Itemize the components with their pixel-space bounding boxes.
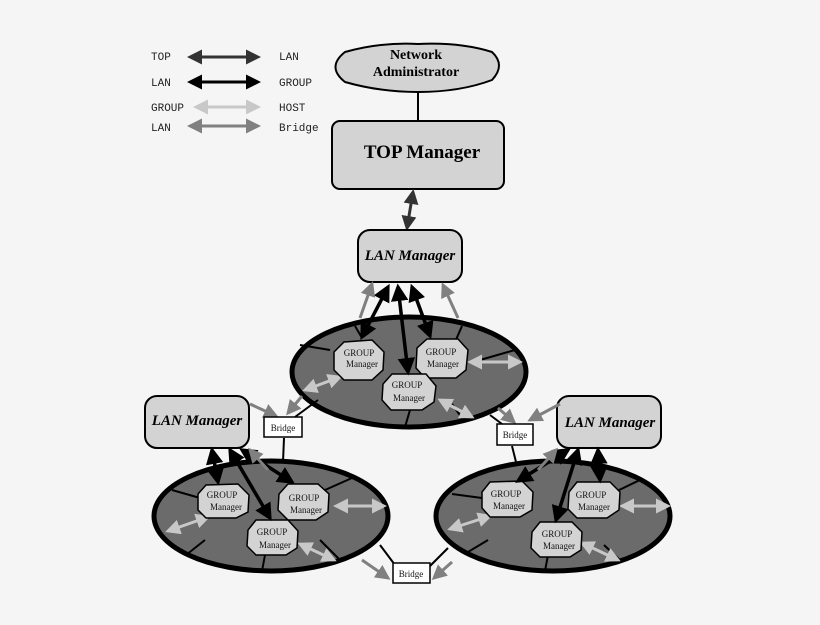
lan-group-arrow <box>205 446 225 486</box>
network-administrator-label-2: Administrator <box>373 65 459 80</box>
top-manager-label: TOP Manager <box>364 142 481 163</box>
lan-bridge-arrow <box>286 395 304 416</box>
legend-from-label: GROUP <box>151 103 184 115</box>
group-host-arrow <box>297 542 337 562</box>
bridge-label: Bridge <box>271 423 296 433</box>
group-manager-label-1: GROUP <box>289 493 320 503</box>
bridge-link <box>489 414 503 425</box>
group-manager-label-1: GROUP <box>426 347 457 357</box>
group-manager-label-2: Manager <box>543 541 575 551</box>
group-manager-label-1: GROUP <box>491 489 522 499</box>
legend-from-label: LAN <box>151 123 171 135</box>
network-administrator-node: Network Administrator <box>334 42 500 94</box>
group-manager-label-2: Manager <box>493 501 525 511</box>
bridge-node: Bridge <box>496 423 534 446</box>
top-manager-node: TOP Manager <box>331 120 505 190</box>
legend-row-group-host: GROUP HOST <box>151 99 306 115</box>
group-manager-label-2: Manager <box>393 393 425 403</box>
group-manager-label-1: GROUP <box>542 529 573 539</box>
group-manager-label-2: Manager <box>578 502 610 512</box>
group-manager-label-2: Manager <box>427 359 459 369</box>
lan-manager-label: LAN Manager <box>364 248 456 264</box>
group-host-arrow <box>579 541 621 562</box>
legend-row-lan-bridge: LAN Bridge <box>151 118 319 135</box>
lan-bridge-arrow <box>536 447 559 472</box>
group-manager-node: GROUP Manager <box>246 519 299 556</box>
lan-manager-node-left: LAN Manager <box>144 395 250 449</box>
lan-group-arrow <box>228 446 272 522</box>
group-host-arrow <box>447 512 493 533</box>
group-manager-node: GROUP Manager <box>381 373 437 411</box>
group-host-arrow <box>165 513 211 535</box>
legend-from-label: LAN <box>151 78 171 90</box>
legend: TOP LAN LAN GROUP GROUP HOST LAN Bridge <box>151 49 319 135</box>
bridge-label: Bridge <box>503 430 528 440</box>
legend-to-label: HOST <box>279 103 306 115</box>
bridge-link <box>379 544 396 566</box>
legend-to-label: Bridge <box>279 123 319 135</box>
group-manager-node: GROUP Manager <box>197 483 250 519</box>
lan-group-arrow <box>408 283 434 340</box>
lan-manager-label: LAN Manager <box>564 415 656 431</box>
legend-to-label: GROUP <box>279 78 312 90</box>
group-manager-node: GROUP Manager <box>415 338 469 379</box>
group-host-arrow <box>302 374 343 393</box>
group-manager-label-1: GROUP <box>392 380 423 390</box>
group-manager-label-1: GROUP <box>344 348 375 358</box>
group-manager-node: GROUP Manager <box>567 481 621 519</box>
group-manager-label-1: GROUP <box>257 527 288 537</box>
lan-manager-node-right: LAN Manager <box>556 395 662 449</box>
lan-bridge-arrow <box>527 402 561 422</box>
lan-group-arrow <box>360 283 390 341</box>
top-lan-arrow <box>401 189 419 231</box>
group-manager-node: GROUP Manager <box>333 339 385 381</box>
lan-bridge-arrow <box>249 402 279 418</box>
bridge-node: Bridge <box>263 416 303 438</box>
group-manager-node: GROUP Manager <box>481 480 534 518</box>
lan-group-arrow <box>551 446 583 524</box>
legend-to-label: LAN <box>279 52 299 64</box>
lan-group-arrow <box>390 283 416 376</box>
group-manager-node: GROUP Manager <box>530 521 583 558</box>
group-manager-node: GROUP Manager <box>277 483 330 521</box>
group-manager-label-2: Manager <box>259 540 291 550</box>
bridge-link <box>511 445 517 463</box>
lan-bridge-arrow <box>361 558 391 580</box>
group-manager-label-2: Manager <box>346 359 378 369</box>
lan-group-arrow <box>590 446 608 484</box>
bridge-label: Bridge <box>399 569 424 579</box>
legend-from-label: TOP <box>151 52 171 64</box>
bridge-link <box>282 437 285 463</box>
legend-row-lan-group: LAN GROUP <box>151 74 312 90</box>
network-administrator-label-1: Network <box>390 48 442 63</box>
bridge-node: Bridge <box>392 562 431 584</box>
group-host-arrow <box>437 398 475 419</box>
group-manager-label-2: Manager <box>290 505 322 515</box>
lan-bridge-arrow <box>431 560 453 580</box>
lan-manager-node-top: LAN Manager <box>357 229 463 283</box>
lan-manager-label: LAN Manager <box>151 413 243 429</box>
lan-bridge-arrow <box>497 406 517 424</box>
lan-bridge-arrow <box>247 447 270 472</box>
group-manager-label-1: GROUP <box>576 490 607 500</box>
group-manager-label-2: Manager <box>210 502 242 512</box>
legend-row-top-lan: TOP LAN <box>151 49 299 65</box>
group-manager-label-1: GROUP <box>207 490 238 500</box>
lan-bridge-arrow <box>441 282 460 319</box>
lan-bridge-arrow <box>358 281 376 319</box>
bridge-link <box>429 547 449 567</box>
